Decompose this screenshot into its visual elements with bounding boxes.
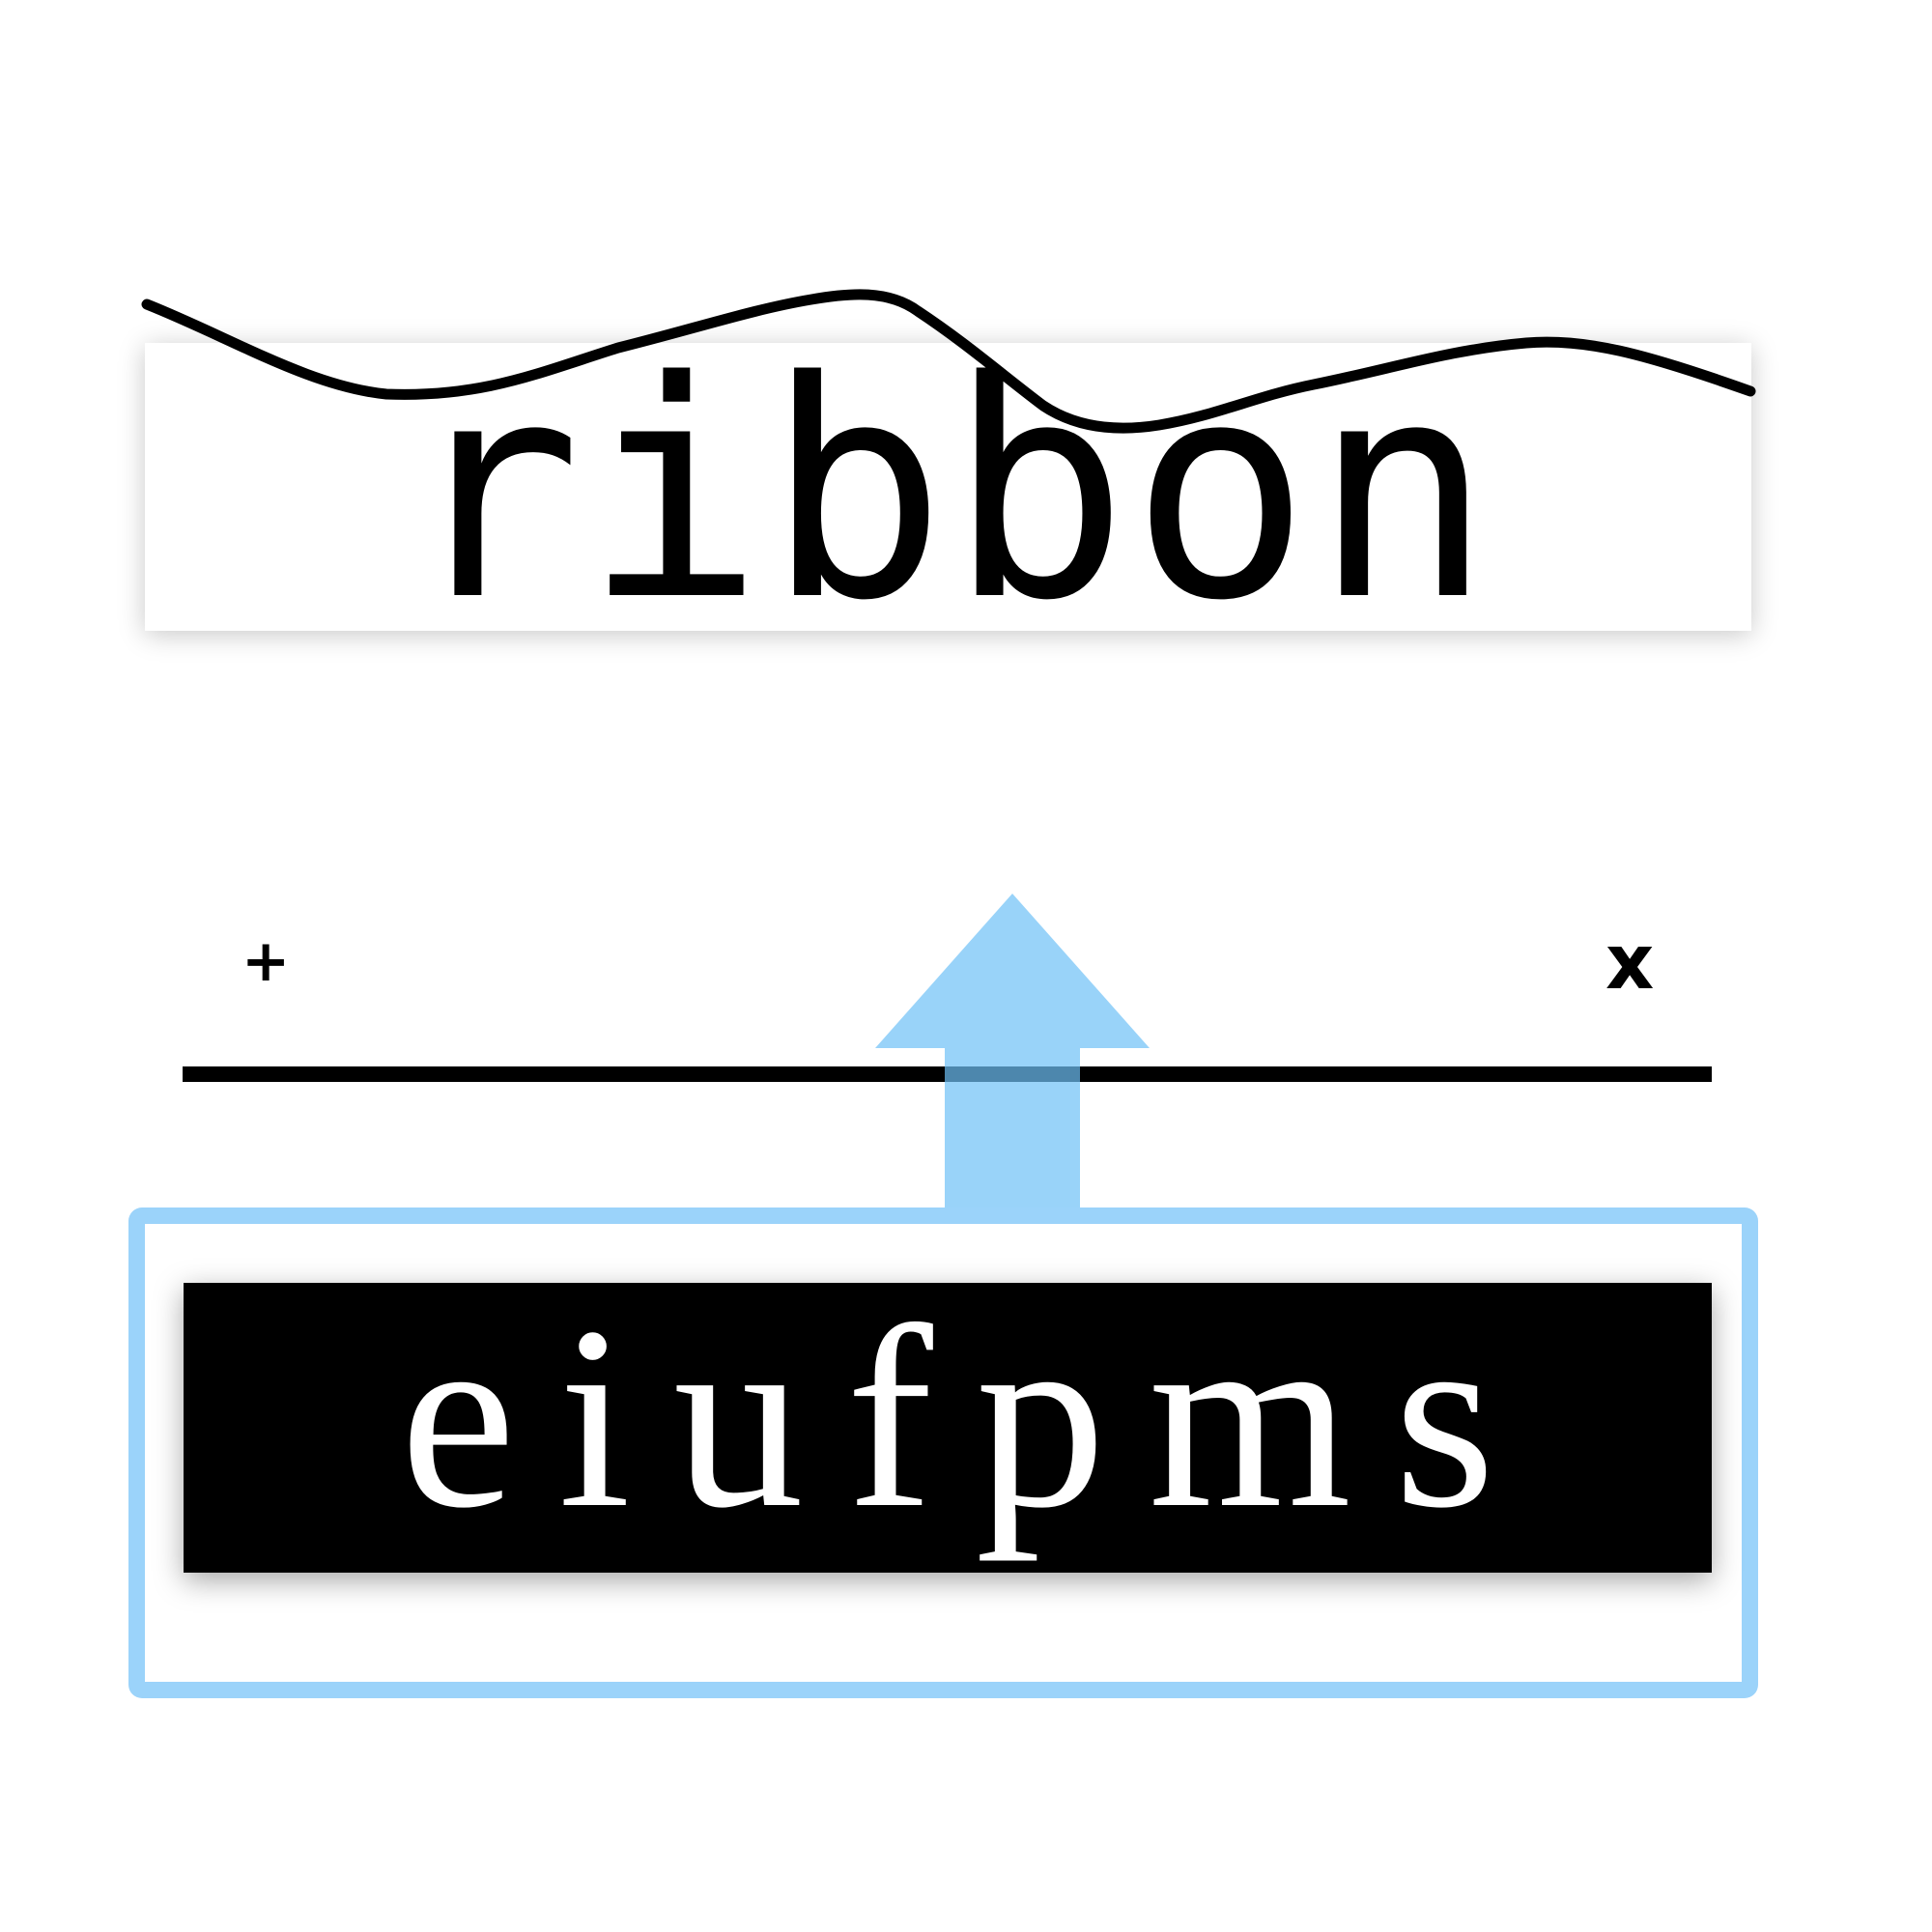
ribbon-box: ribbon — [145, 343, 1751, 642]
selected-label-box[interactable]: eiufpms — [184, 1283, 1712, 1573]
plus-icon[interactable]: + — [242, 927, 291, 995]
divider — [183, 1066, 1712, 1082]
ribbon-word: ribbon — [401, 318, 1495, 667]
selection-frame[interactable] — [128, 1208, 1758, 1698]
close-icon[interactable]: x — [1605, 920, 1655, 1007]
selected-label-text: eiufpms — [400, 1273, 1538, 1562]
